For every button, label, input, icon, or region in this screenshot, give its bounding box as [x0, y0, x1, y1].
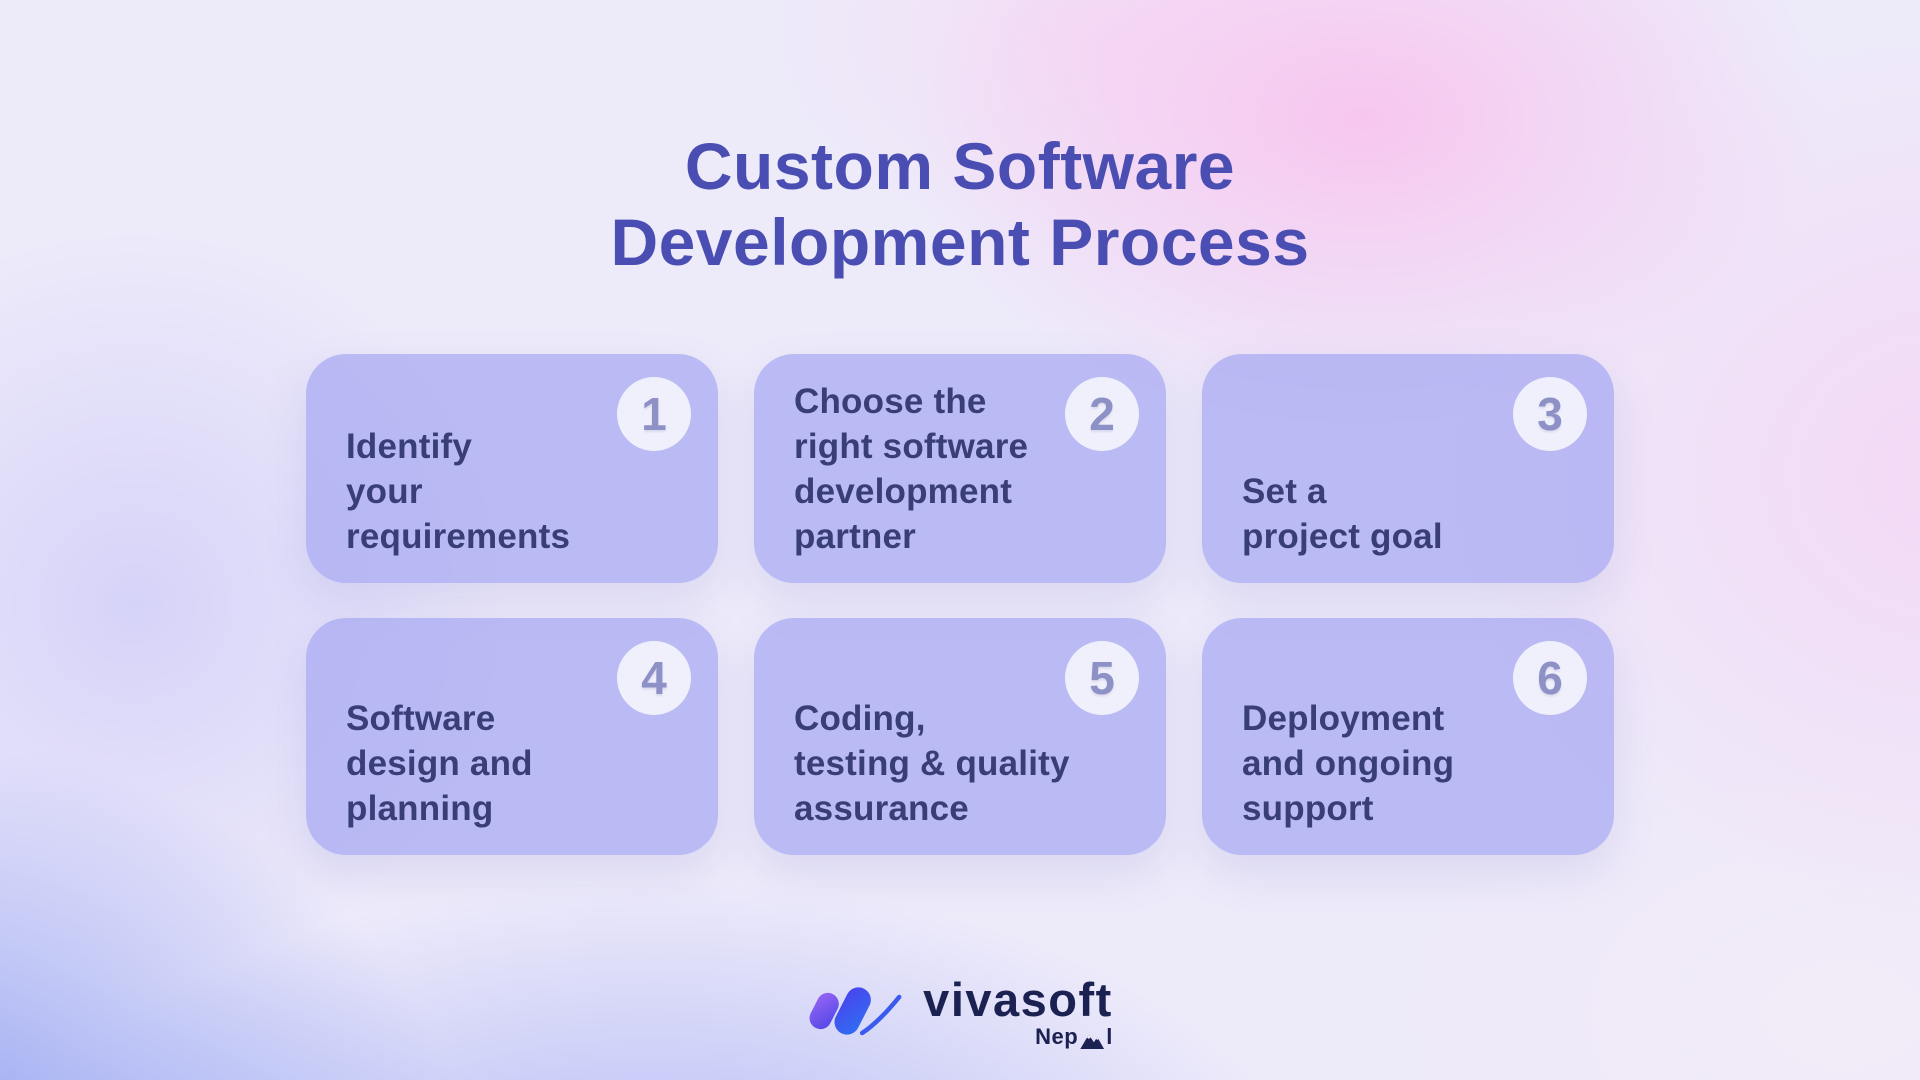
step-label: Coding, testing & quality assurance — [794, 699, 1070, 828]
step-number: 4 — [641, 652, 667, 704]
step-number: 5 — [1089, 652, 1115, 704]
brand-logo: vivasoft Nep l — [807, 973, 1113, 1049]
step-label: Set a project goal — [1242, 472, 1443, 556]
step-number-badge: 2 — [1065, 377, 1139, 451]
step-card-6: 6 Deployment and ongoing support — [1202, 618, 1614, 855]
steps-grid: 1 Identify your requirements 2 Choose th… — [306, 354, 1614, 855]
vivasoft-logo-icon — [809, 987, 902, 1036]
step-number: 3 — [1537, 388, 1563, 440]
step-card-4: 4 Software design and planning — [306, 618, 718, 855]
step-label: Choose the right software development pa… — [794, 382, 1029, 556]
page-title-line1: Custom Software — [684, 129, 1236, 203]
step-number-badge: 3 — [1513, 377, 1587, 451]
step-label: Identify your requirements — [346, 427, 571, 556]
step-label: Software design and planning — [346, 699, 533, 828]
step-card-1: 1 Identify your requirements — [306, 354, 718, 583]
step-number: 1 — [641, 388, 667, 440]
page-title-line2: Development Process — [610, 205, 1310, 279]
brand-region-prefix: Nep — [1035, 1024, 1079, 1049]
brand-name: vivasoft — [923, 973, 1113, 1026]
step-number-badge: 4 — [617, 641, 691, 715]
mountain-icon — [1080, 1034, 1105, 1049]
brand-region: Nep l — [1035, 1024, 1113, 1049]
step-number-badge: 5 — [1065, 641, 1139, 715]
brand-region-suffix: l — [1106, 1024, 1113, 1049]
brand-wordmark: vivasoft Nep l — [923, 973, 1113, 1049]
step-label: Deployment and ongoing support — [1242, 699, 1455, 828]
step-number: 2 — [1089, 388, 1115, 440]
step-card-3: 3 Set a project goal — [1202, 354, 1614, 583]
step-card-2: 2 Choose the right software development … — [754, 354, 1166, 583]
step-number-badge: 1 — [617, 377, 691, 451]
step-number: 6 — [1537, 652, 1563, 704]
step-card-5: 5 Coding, testing & quality assurance — [754, 618, 1166, 855]
step-number-badge: 6 — [1513, 641, 1587, 715]
